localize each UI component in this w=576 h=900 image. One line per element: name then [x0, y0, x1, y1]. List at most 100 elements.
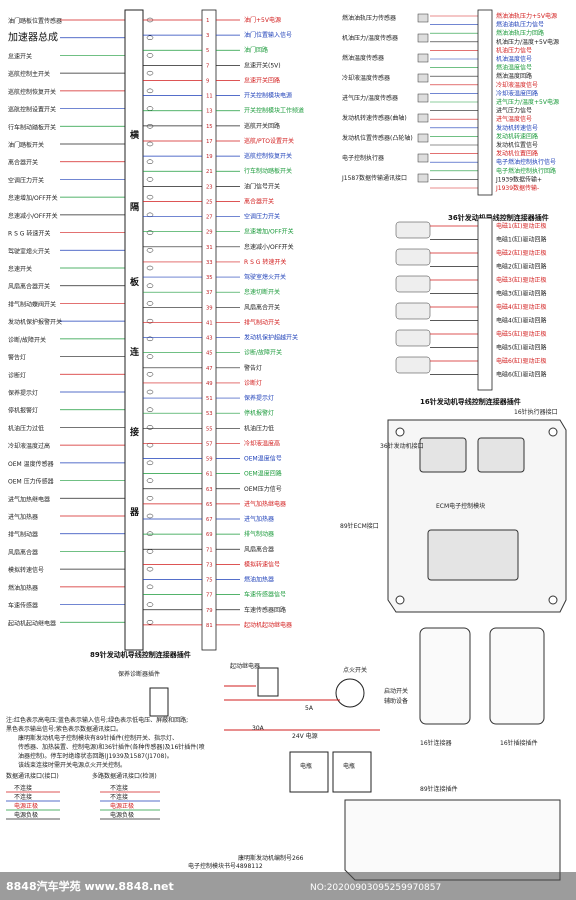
terminal	[146, 53, 154, 58]
terminal	[146, 389, 154, 395]
sensor-body	[417, 113, 429, 123]
data-row-label: 电源负极	[14, 811, 38, 819]
connector-36-pin-strip	[477, 9, 493, 196]
signal-label: 发动机位置信号	[496, 141, 538, 149]
pin-number: 27	[206, 215, 213, 221]
component-label: 风扇离合器开关	[8, 283, 50, 291]
start-switch-label: 启动开关	[384, 687, 408, 695]
data-port-rows: 不连接不连接不连接不连接电源正极电源正极电源负极电源负极	[6, 784, 160, 820]
signal-label: 电磁1(缸)驱动回路	[496, 236, 547, 244]
data-row-label-2: 不连接	[110, 793, 128, 801]
data-row-label: 不连接	[14, 784, 32, 792]
component-label: 模拟转速信号	[8, 566, 44, 574]
terminal	[146, 35, 154, 40]
pin-number: 1	[206, 18, 209, 24]
component-label: 巡航控制主开关	[8, 70, 50, 78]
signal-label: 发动机保护超越开关	[244, 334, 298, 342]
component-label: 排气制动器	[8, 531, 38, 539]
signal-label: 电磁6(缸)驱动正极	[496, 357, 547, 365]
signal-label: OEM温度信号	[244, 455, 282, 463]
book-number: 电子控制模块书号4898112	[188, 862, 263, 870]
signal-label: 燃油温度信号	[496, 64, 532, 72]
terminal	[146, 336, 154, 342]
signal-label: 开关控制模块电源	[244, 92, 292, 100]
ecm-label-36: 36针发动机接口	[380, 442, 424, 450]
signal-label: 油门+5V电源	[244, 16, 281, 24]
pin-number: 57	[206, 441, 213, 447]
signal-label: 离合器开关	[244, 197, 274, 205]
terminal	[146, 106, 154, 111]
data-row-label-2: 电源负极	[110, 811, 134, 819]
pin-number: 37	[206, 290, 213, 296]
pin-89-plug	[344, 799, 561, 881]
signal-label: 电磁2(缸)驱动正极	[496, 249, 547, 257]
signal-label: 电磁2(缸)驱动回路	[496, 263, 547, 271]
signal-label: 诊断/故障开关	[244, 349, 282, 357]
signal-label: 机油压力信号	[496, 46, 532, 54]
data-row-label-2: 不连接	[110, 784, 128, 792]
pin-number: 49	[206, 381, 213, 387]
injector	[395, 302, 431, 320]
signal-label: 电磁1(缸)驱动正极	[496, 222, 547, 230]
note-line-2: 黑色表示输出信号;紫色表示数据通讯接口。	[6, 725, 122, 733]
signal-label: 电磁3(缸)驱动正极	[496, 276, 547, 284]
terminal	[146, 460, 154, 466]
pin-number: 29	[206, 230, 213, 236]
signal-label: 警告灯	[244, 364, 262, 372]
terminal	[146, 177, 154, 182]
bulkhead-label-6: 器	[129, 507, 140, 518]
component-label: 行车制动踏板开关	[8, 123, 56, 131]
terminal	[146, 584, 154, 590]
data-port-label: 数据通讯接口(接口)	[6, 772, 59, 780]
component-label: 油门踏板位置传感器	[8, 17, 62, 25]
pin-number: 43	[206, 336, 213, 342]
data-row-label: 电源正极	[14, 802, 38, 810]
signal-label: 空调压力开关	[244, 213, 280, 221]
signal-label: R S G 转速开关	[244, 258, 286, 266]
pin-number: 5	[206, 48, 209, 54]
pin-number: 67	[206, 517, 213, 523]
signal-label: 机油压力/温度+5V电源	[496, 38, 559, 46]
terminal	[146, 248, 154, 253]
component-label: OEM 压力传感器	[8, 478, 54, 486]
component-label: 离合器开关	[8, 159, 38, 167]
pin-number: 9	[206, 78, 209, 84]
signal-label: 进气温度信号	[496, 115, 532, 123]
signal-label: 风扇离合开关	[244, 303, 280, 311]
signal-label: 燃油油轨压力信号	[496, 21, 544, 29]
signal-label: 燃油温度回路	[496, 72, 532, 80]
aux-label: 辅助设备	[384, 697, 408, 705]
diag-plug	[149, 687, 169, 717]
pin-number: 7	[206, 63, 209, 69]
signal-label: 模拟转速信号	[244, 560, 280, 568]
ecm-module-label: ECM电子控制模块	[436, 502, 485, 510]
sensor-label: 燃油温度传感器	[342, 54, 384, 62]
pin-number: 65	[206, 502, 213, 508]
signal-label: J1939数据传输+	[495, 175, 542, 183]
sensor-body	[417, 173, 429, 183]
component-label: 停机报警灯	[8, 407, 38, 415]
pin-number: 79	[206, 608, 213, 614]
ecm-module	[387, 419, 567, 613]
power-pos-label: 电瓶	[300, 762, 312, 770]
watermark-bar	[0, 872, 576, 900]
signal-label: 进气加热继电器	[244, 500, 286, 508]
sensor-label: 发动机转速传感器(曲轴)	[342, 114, 407, 122]
injector	[395, 329, 431, 347]
signal-label: J1939数据传输-	[495, 184, 539, 192]
pin-number: 13	[206, 109, 213, 115]
injector	[395, 221, 431, 239]
signal-label: 车速传感器回路	[244, 606, 286, 614]
terminal	[146, 425, 154, 430]
signal-label: 冷却液温度高	[244, 439, 280, 447]
signal-label: 停机报警灯	[244, 409, 274, 417]
pin-89-plug-label: 89针连接插件	[420, 785, 458, 793]
injector	[395, 275, 431, 293]
signal-label: 电磁3(缸)驱动回路	[496, 290, 547, 298]
component-label: 怠速开关	[8, 52, 32, 60]
signal-label: OEM温度回路	[244, 470, 282, 478]
signal-label: OEM压力信号	[244, 485, 282, 493]
pin-number: 45	[206, 351, 213, 357]
signal-label: 保养提示灯	[244, 394, 274, 402]
connector-16-pin-strip	[477, 217, 493, 391]
